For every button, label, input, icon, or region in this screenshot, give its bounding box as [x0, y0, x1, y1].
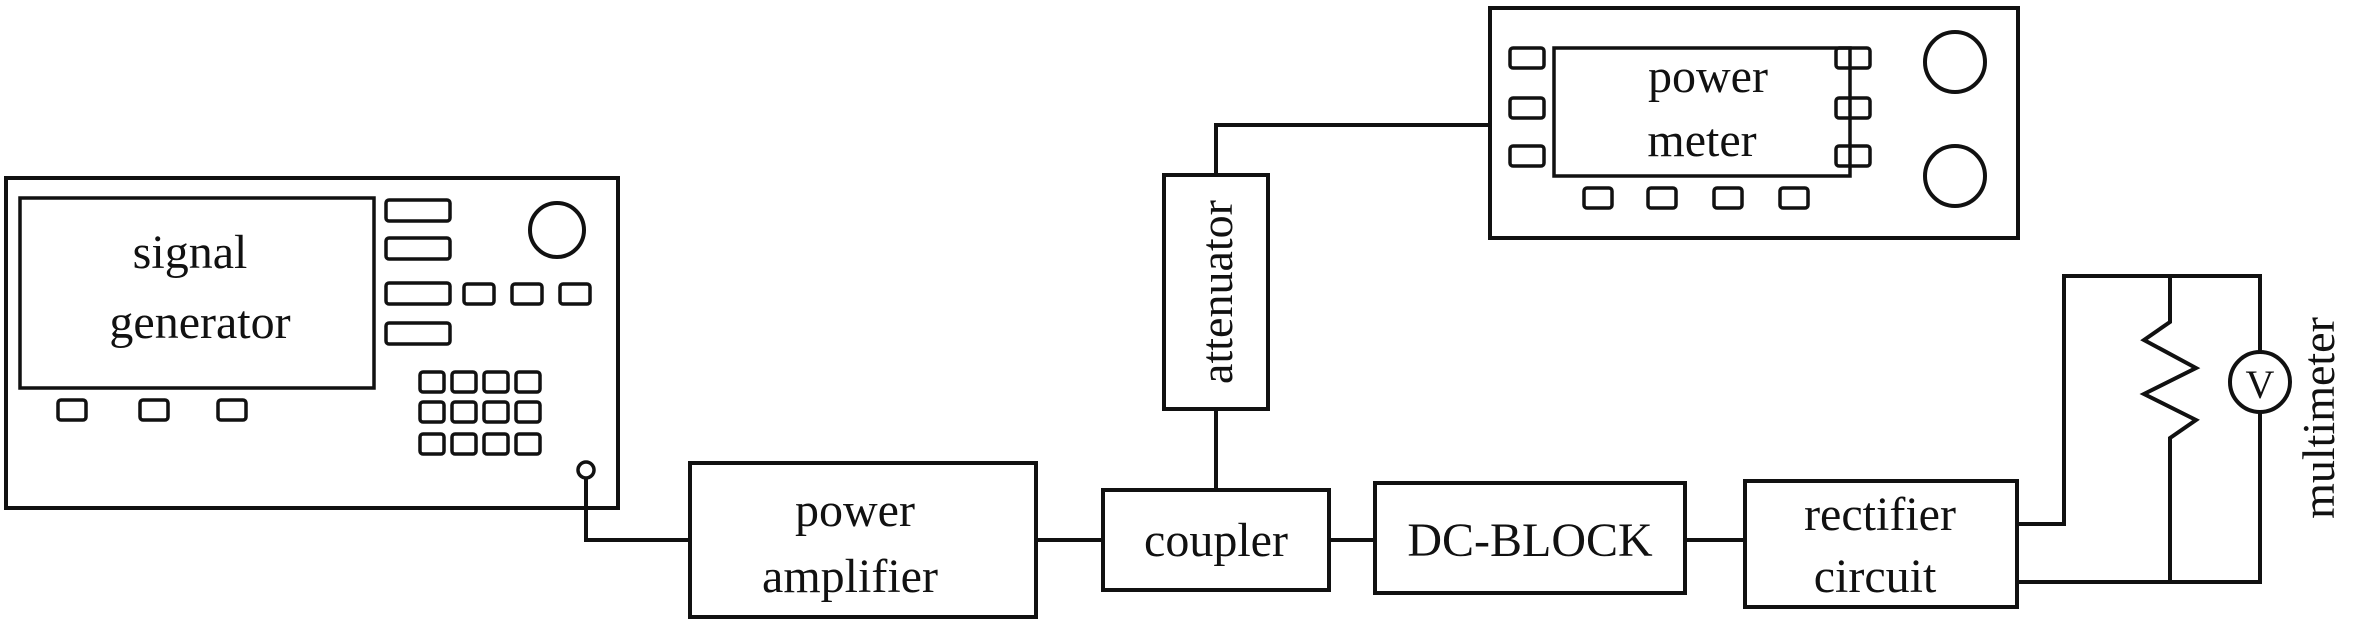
signal-generator-label-line2: generator [109, 296, 290, 349]
function-key[interactable] [558, 282, 592, 306]
function-key[interactable] [1582, 186, 1614, 210]
rectifier-circuit-label-line2: circuit [1814, 550, 1937, 603]
function-key[interactable] [1712, 186, 1744, 210]
wire-rectifier-positive [2017, 274, 2262, 526]
rotary-knob-icon[interactable] [1923, 144, 1987, 208]
soft-key[interactable] [1834, 96, 1872, 120]
power-meter-label-line1: power [1648, 50, 1768, 103]
coupler: coupler [1101, 488, 1331, 592]
power-meter-screen [1552, 46, 1852, 178]
wire-generator-to-amplifier [584, 478, 690, 542]
wire-rectifier-negative [2017, 412, 2262, 584]
screen-key[interactable] [216, 398, 248, 422]
soft-key[interactable] [384, 281, 452, 306]
function-key[interactable] [510, 282, 544, 306]
soft-key[interactable] [1834, 144, 1872, 168]
soft-key[interactable] [1834, 46, 1872, 70]
rotary-knob-icon[interactable] [1923, 30, 1987, 94]
keypad-key[interactable] [450, 432, 478, 456]
voltmeter-symbol: V [2246, 362, 2275, 407]
keypad-key[interactable] [450, 370, 478, 394]
power-meter-label-line2: meter [1647, 114, 1756, 167]
function-key[interactable] [462, 282, 496, 306]
attenuator: attenuator [1162, 173, 1270, 411]
soft-key[interactable] [1508, 144, 1546, 168]
multimeter-label: multimeter [2293, 317, 2344, 519]
connections [584, 123, 2262, 584]
screen-key[interactable] [138, 398, 170, 422]
soft-key[interactable] [1508, 46, 1546, 70]
function-key[interactable] [1778, 186, 1810, 210]
keypad-key[interactable] [418, 400, 446, 424]
keypad-key[interactable] [514, 370, 542, 394]
keypad-key[interactable] [514, 432, 542, 456]
soft-key[interactable] [384, 198, 452, 223]
signal-generator-body [4, 176, 620, 510]
keypad-key[interactable] [418, 432, 446, 456]
rectifier-circuit-box [1743, 479, 2019, 609]
dc-block-label: DC-BLOCK [1407, 514, 1653, 567]
power-amplifier: power amplifier [688, 461, 1038, 619]
numeric-keypad [418, 370, 542, 456]
screen-key[interactable] [56, 398, 88, 422]
function-key[interactable] [1646, 186, 1678, 210]
load-network: V multimeter [2139, 276, 2344, 582]
signal-generator-screen [18, 196, 376, 390]
keypad-key[interactable] [450, 400, 478, 424]
rectifier-circuit-label-line1: rectifier [1804, 488, 1956, 541]
keypad-key[interactable] [418, 370, 446, 394]
signal-generator: signal generator [4, 176, 620, 510]
signal-generator-label-line1: signal [133, 226, 248, 279]
keypad-key[interactable] [482, 370, 510, 394]
power-amplifier-label-line2: amplifier [762, 550, 938, 603]
power-amplifier-label-line1: power [795, 484, 915, 537]
soft-key[interactable] [1508, 96, 1546, 120]
wire-attenuator-to-power-meter [1214, 123, 1490, 175]
soft-key[interactable] [384, 321, 452, 346]
rotary-knob-icon[interactable] [528, 201, 586, 259]
power-meter: power meter [1488, 6, 2020, 240]
soft-key[interactable] [384, 236, 452, 261]
keypad-key[interactable] [482, 432, 510, 456]
keypad-key[interactable] [514, 400, 542, 424]
dc-block: DC-BLOCK [1373, 481, 1687, 595]
resistor-icon [2139, 276, 2201, 582]
coupler-label: coupler [1144, 514, 1288, 567]
rf-output-port-icon [576, 460, 596, 480]
keypad-key[interactable] [482, 400, 510, 424]
rectifier-circuit: rectifier circuit [1743, 479, 2019, 609]
attenuator-label: attenuator [1191, 200, 1242, 384]
